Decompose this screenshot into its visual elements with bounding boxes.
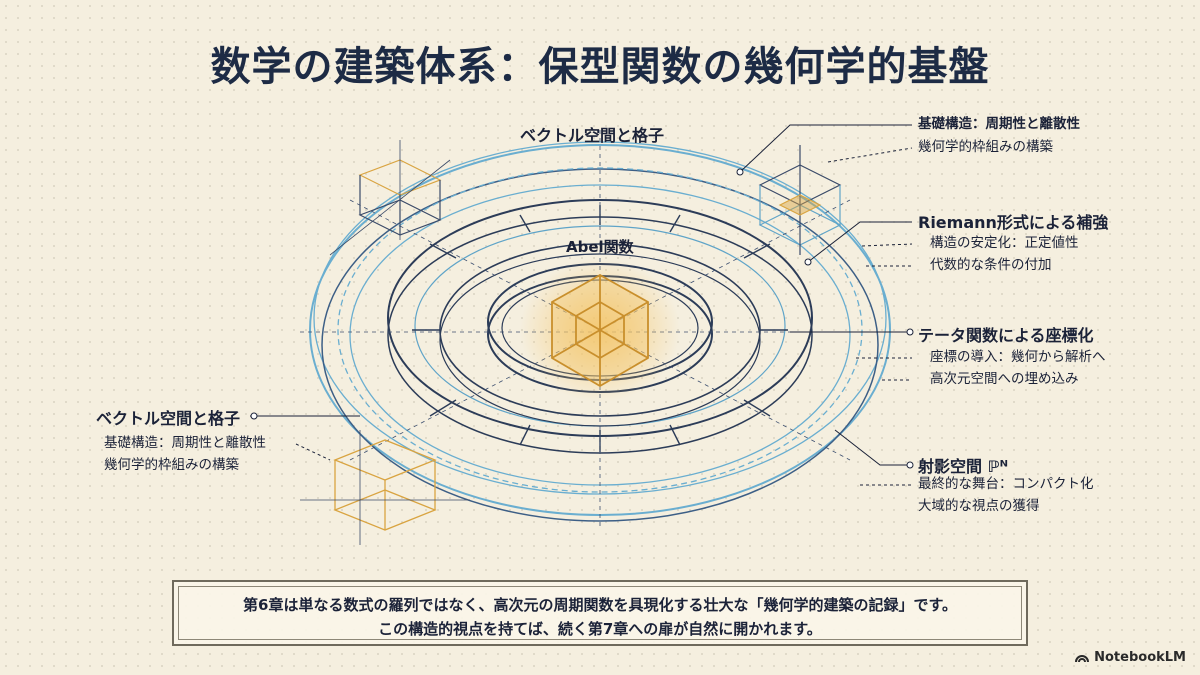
right1-sub: 幾何学的枠組みの構築 bbox=[918, 139, 1053, 155]
lattice-top-left bbox=[329, 140, 451, 256]
badge-label: NotebookLM bbox=[1094, 650, 1186, 665]
right2-sub2: 代数的な条件の付加 bbox=[930, 257, 1052, 273]
right2-sub1: 構造の安定化：正定値性 bbox=[930, 235, 1079, 251]
right2-head: Riemann形式による補強 bbox=[918, 213, 1109, 232]
leader-lines bbox=[250, 124, 914, 486]
right3-sub1: 座標の導入：幾何から解析へ bbox=[930, 349, 1106, 365]
right3-head: テータ関数による座標化 bbox=[918, 326, 1094, 345]
lattice-bottom-left bbox=[300, 430, 470, 545]
right3-sub2: 高次元空間への埋め込み bbox=[930, 371, 1079, 387]
notebooklm-badge: NotebookLM bbox=[1075, 650, 1186, 665]
notebooklm-logo-icon bbox=[1075, 654, 1090, 662]
page-title: 数学の建築体系：保型関数の幾何学的基盤 bbox=[210, 43, 990, 90]
right1-head: 基礎構造：周期性と離散性 bbox=[918, 116, 1080, 132]
center-crystal bbox=[551, 273, 649, 388]
lattice-top-right bbox=[758, 145, 842, 255]
caption-box: 第6章は単なる数式の羅列ではなく、高次元の周期関数を具現化する壮大な「幾何学的建… bbox=[172, 580, 1028, 646]
left-head: ベクトル空間と格子 bbox=[96, 409, 241, 428]
caption-line-1: 第6章は単なる数式の羅列ではなく、高次元の周期関数を具現化する壮大な「幾何学的建… bbox=[243, 596, 957, 614]
radial-struts bbox=[412, 205, 788, 452]
label-top-center: ベクトル空間と格子 bbox=[520, 126, 665, 145]
caption-line-2: この構造的視点を持てば、続く第7章への扉が自然に開かれます。 bbox=[378, 620, 822, 638]
left-sub2: 幾何学的枠組みの構築 bbox=[104, 457, 239, 473]
left-sub1: 基礎構造：周期性と離散性 bbox=[104, 435, 266, 451]
right4-head: 射影空間 ℙᴺ bbox=[918, 457, 1009, 476]
right4-sub1: 最終的な舞台：コンパクト化 bbox=[918, 476, 1094, 492]
right4-sub2: 大域的な視点の獲得 bbox=[918, 498, 1040, 514]
label-center: Abel関数 bbox=[566, 238, 634, 256]
